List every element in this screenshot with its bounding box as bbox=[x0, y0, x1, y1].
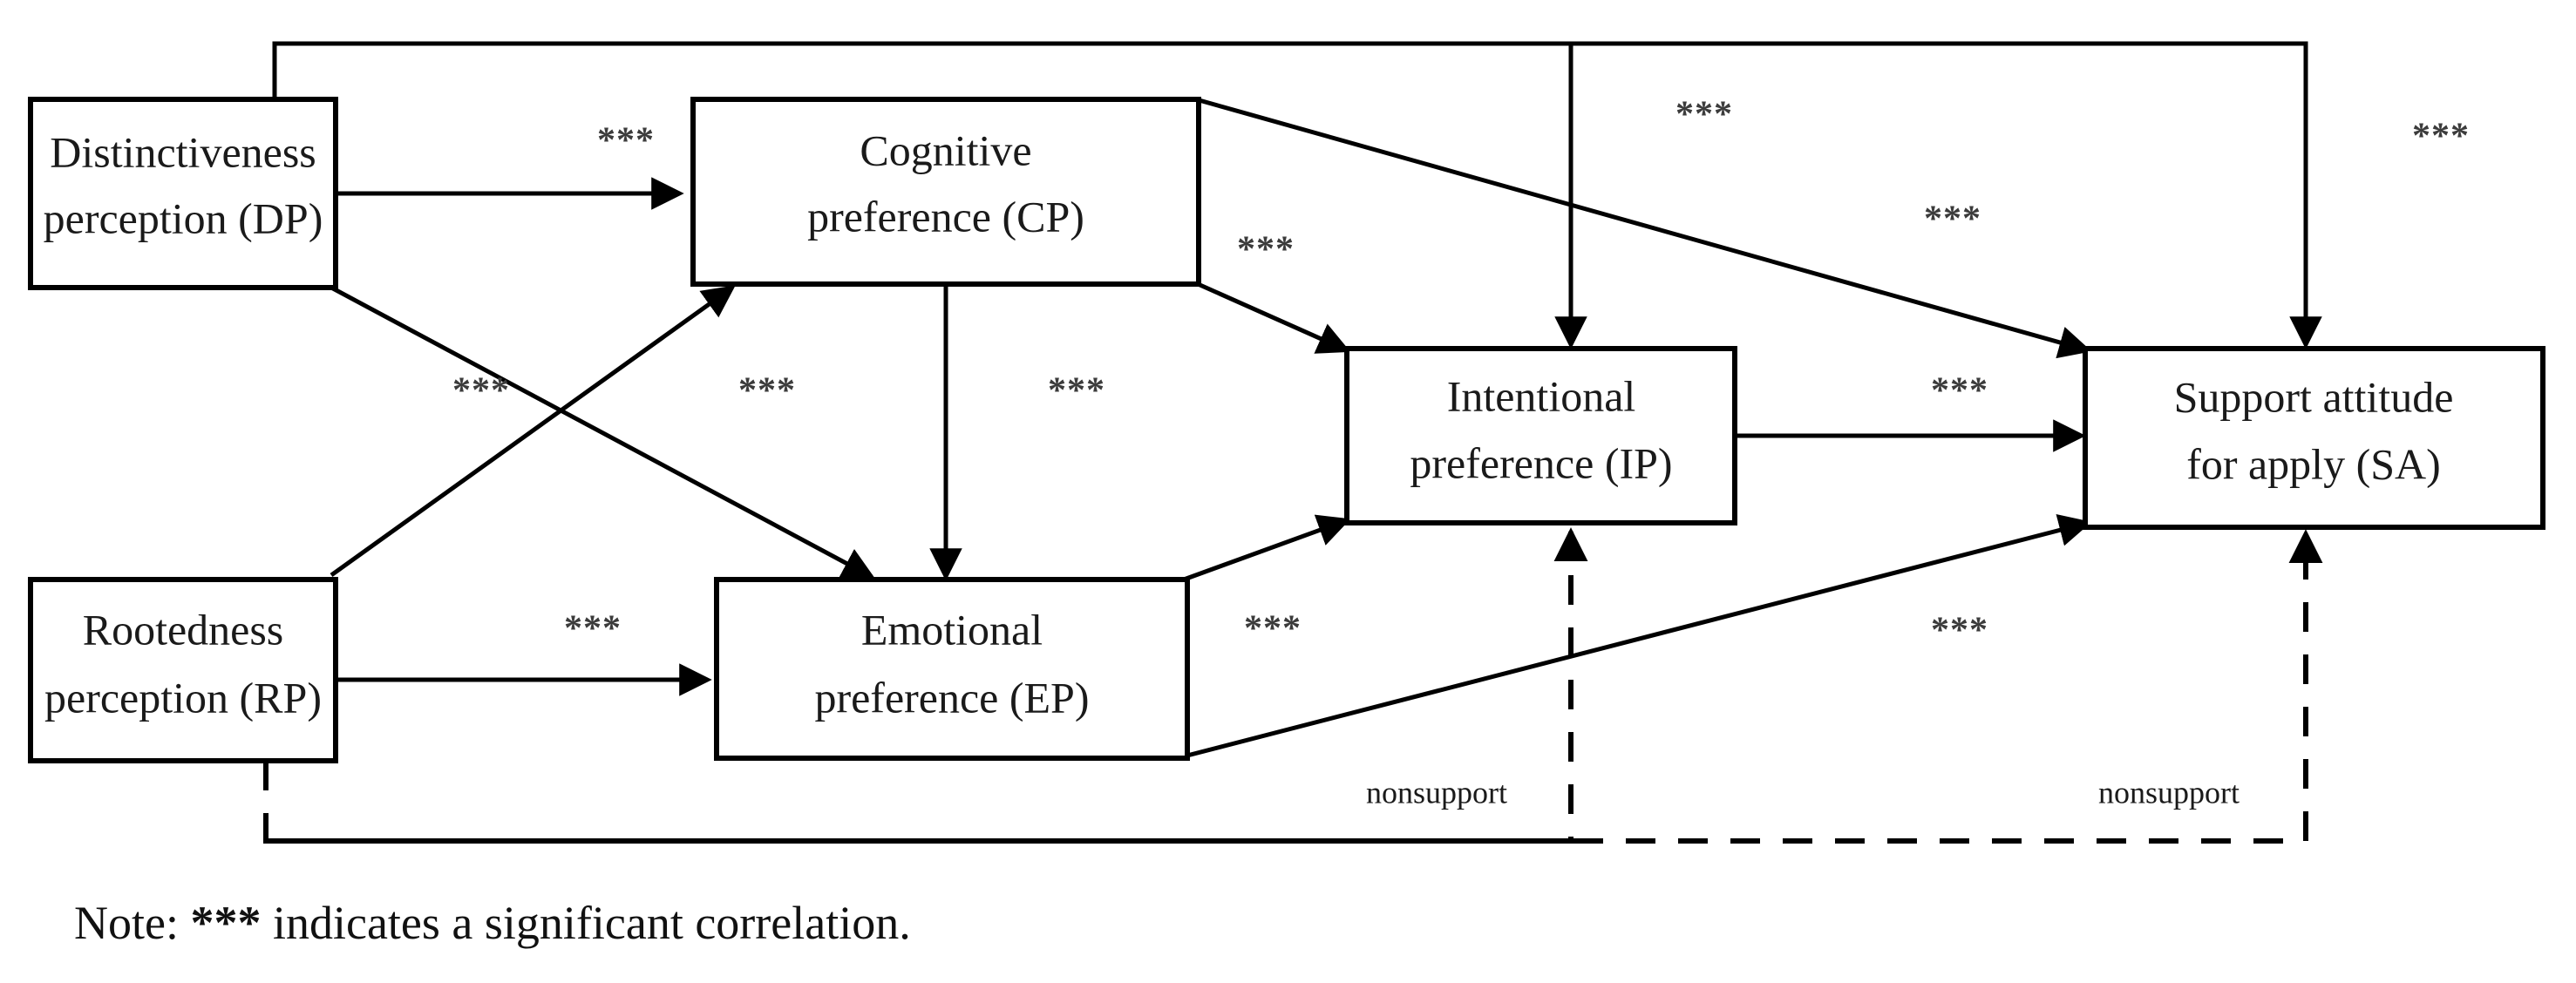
edge-ep-to-sa bbox=[1183, 514, 2092, 759]
edge-rp-to-sa-nonsupport bbox=[266, 529, 2323, 844]
figure-note: Note: *** indicates a significant correl… bbox=[74, 896, 911, 950]
note-suffix: indicates a significant correlation. bbox=[272, 897, 911, 949]
node-sa-line1: Support attitude bbox=[2174, 372, 2454, 421]
note-prefix: Note: bbox=[74, 897, 179, 949]
sig-label-cp-ep: *** bbox=[1048, 371, 1105, 411]
node-cp-line1: Cognitive bbox=[860, 125, 1031, 174]
sig-label-ep-ip: *** bbox=[1244, 609, 1302, 649]
edge-dp-to-sa bbox=[275, 41, 2322, 349]
node-rp[interactable]: Rootedness perception (RP) bbox=[28, 577, 338, 763]
node-rp-line2: perception (RP) bbox=[44, 673, 322, 722]
node-ip[interactable]: Intentional preference (IP) bbox=[1344, 346, 1737, 525]
edge-cp-to-sa bbox=[1195, 97, 2092, 359]
node-rp-line1: Rootedness bbox=[83, 605, 284, 654]
node-sa[interactable]: Support attitude for apply (SA) bbox=[2083, 346, 2545, 530]
node-dp[interactable]: Distinctiveness perception (DP) bbox=[28, 97, 338, 290]
sig-label-cp-sa: *** bbox=[1924, 200, 1981, 240]
node-dp-line1: Distinctiveness bbox=[50, 127, 316, 176]
node-ip-line1: Intentional bbox=[1447, 371, 1636, 420]
sig-label-ep-sa: *** bbox=[1931, 611, 1988, 651]
sig-label-cp-ip: *** bbox=[1237, 230, 1295, 270]
sig-label-dp-cp: *** bbox=[597, 121, 655, 161]
node-ep[interactable]: Emotional preference (EP) bbox=[714, 577, 1190, 761]
nonsupport-label-rp-ip: nonsupport bbox=[1366, 775, 1507, 810]
node-ip-line2: preference (IP) bbox=[1410, 438, 1672, 487]
nonsupport-label-rp-sa: nonsupport bbox=[2098, 775, 2240, 810]
node-ep-line2: preference (EP) bbox=[814, 673, 1089, 722]
note-stars: *** bbox=[190, 897, 262, 949]
sig-label-rp-cp: *** bbox=[738, 371, 796, 411]
edge-cp-to-ip bbox=[1194, 281, 1351, 354]
sig-label-dp-ip: *** bbox=[1675, 95, 1733, 135]
edge-rp-to-cp bbox=[330, 285, 736, 578]
node-ep-line1: Emotional bbox=[861, 605, 1043, 654]
edge-dp-to-ep bbox=[330, 285, 876, 580]
node-cp-line2: preference (CP) bbox=[807, 192, 1084, 241]
sig-label-ip-sa: *** bbox=[1931, 371, 1988, 411]
node-sa-line2: for apply (SA) bbox=[2186, 439, 2441, 488]
node-cp[interactable]: Cognitive preference (CP) bbox=[690, 97, 1201, 287]
edge-ep-to-ip bbox=[1183, 514, 1351, 582]
node-dp-line2: perception (DP) bbox=[44, 193, 323, 242]
sig-label-dp-sa: *** bbox=[2412, 117, 2470, 157]
sig-label-rp-ep: *** bbox=[564, 609, 622, 649]
sig-label-dp-ep: *** bbox=[452, 371, 510, 411]
